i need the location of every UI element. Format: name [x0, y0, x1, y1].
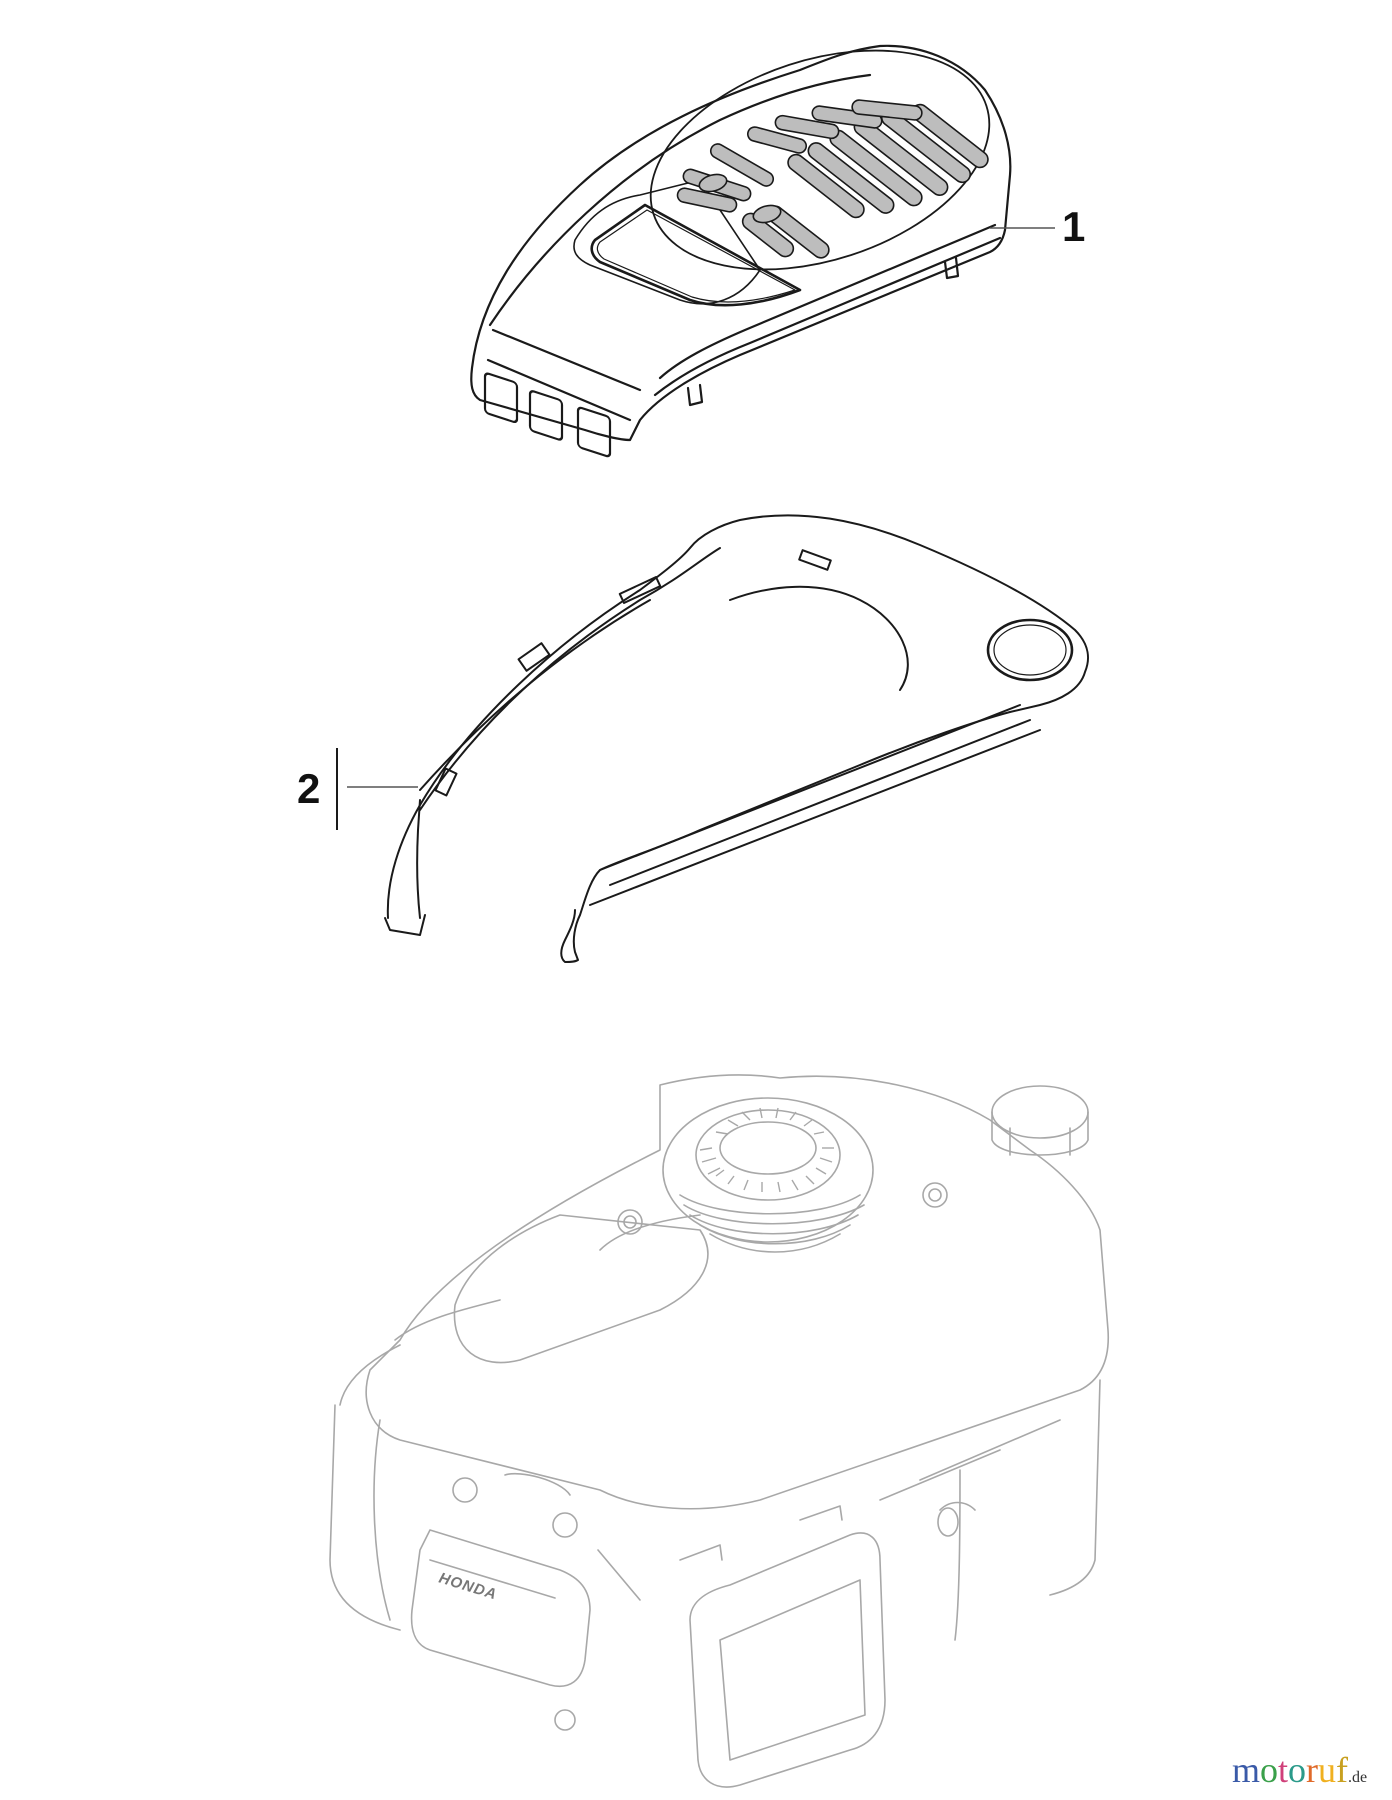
logo-letter: o [1260, 1750, 1279, 1790]
logo-letter: r [1306, 1750, 1319, 1790]
engine-outline [329, 1074, 1110, 1788]
motoruf-watermark-logo: motoruf.de [1232, 1752, 1367, 1788]
cover-grille-slots [676, 99, 989, 259]
engine-starter-slots [699, 1107, 834, 1193]
logo-letter: o [1288, 1750, 1307, 1790]
logo-letter: m [1232, 1750, 1261, 1790]
part-1-label[interactable]: 1 [1062, 203, 1086, 250]
logo-letter: f [1336, 1750, 1349, 1790]
part-2-label[interactable]: 2 [297, 765, 321, 812]
logo-letter: u [1318, 1750, 1337, 1790]
logo-tld: .de [1348, 1769, 1368, 1786]
shroud-outline [384, 514, 1089, 963]
logo-letter: t [1278, 1750, 1289, 1790]
cover-outline [470, 44, 1012, 458]
